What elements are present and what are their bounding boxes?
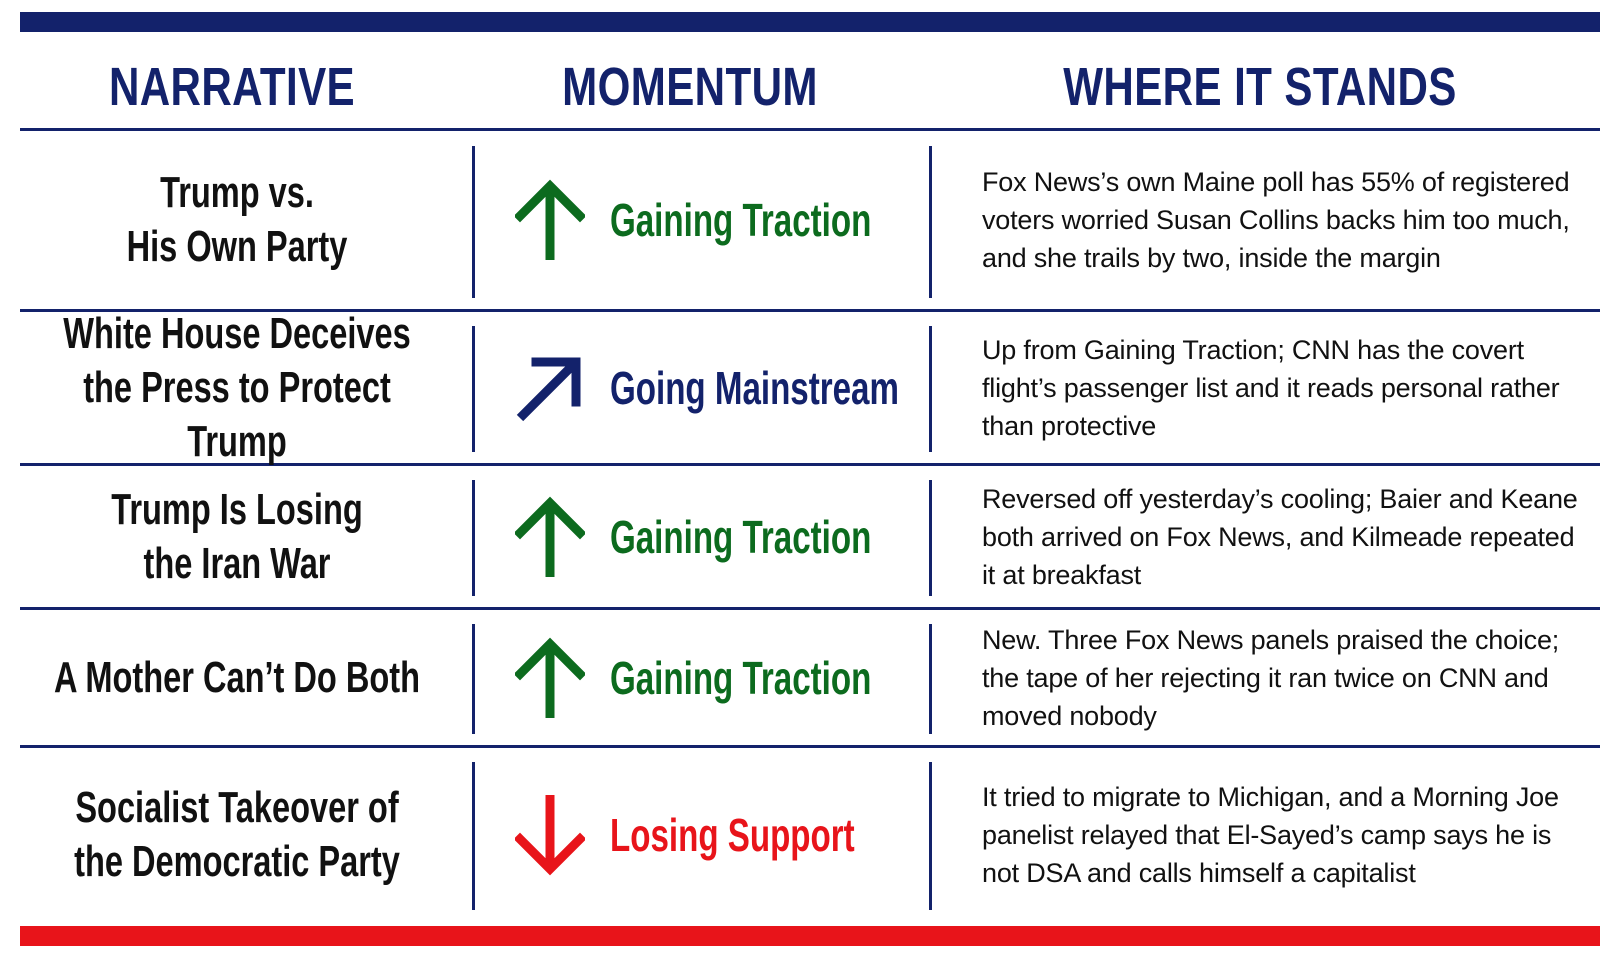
column-divider bbox=[929, 762, 932, 910]
table-row: A Mother Can’t Do Both Gaining Traction … bbox=[20, 610, 1600, 745]
header-where-it-stands: WHERE IT STANDS bbox=[1063, 57, 1457, 117]
momentum-cell: Going Mainstream bbox=[510, 312, 930, 463]
where-it-stands-text: New. Three Fox News panels praised the c… bbox=[982, 624, 1560, 731]
column-divider bbox=[472, 762, 475, 910]
momentum-cell: Gaining Traction bbox=[510, 131, 930, 309]
where-it-stands-text: Fox News’s own Maine poll has 55% of reg… bbox=[982, 167, 1570, 273]
where-it-stands-cell: Reversed off yesterday’s cooling; Baier … bbox=[982, 466, 1592, 607]
row-divider bbox=[20, 745, 1600, 748]
momentum-cell: Gaining Traction bbox=[510, 466, 930, 607]
where-it-stands-text: Up from Gaining Traction; CNN has the co… bbox=[982, 334, 1560, 441]
narrative-cell: Trump Is Losing the Iran War bbox=[22, 466, 452, 607]
row-divider bbox=[20, 309, 1600, 312]
table-row: Socialist Takeover of the Democratic Par… bbox=[20, 748, 1600, 922]
narrative-cell: Socialist Takeover of the Democratic Par… bbox=[22, 748, 452, 922]
momentum-label: Losing Support bbox=[610, 809, 855, 861]
narrative-text: Trump Is Losing the Iran War bbox=[111, 484, 363, 588]
top-accent-bar bbox=[20, 12, 1600, 32]
column-divider bbox=[472, 326, 475, 452]
narrative-text: Trump vs. His Own Party bbox=[126, 168, 348, 271]
column-divider bbox=[472, 624, 475, 734]
where-it-stands-cell: New. Three Fox News panels praised the c… bbox=[982, 610, 1592, 745]
table-row: Trump Is Losing the Iran War Gaining Tra… bbox=[20, 466, 1600, 607]
narrative-text: White House Deceives the Press to Protec… bbox=[63, 308, 411, 466]
column-divider bbox=[472, 480, 475, 596]
narrative-text: A Mother Can’t Do Both bbox=[54, 652, 420, 702]
column-divider bbox=[929, 326, 932, 452]
momentum-cell: Gaining Traction bbox=[510, 610, 930, 745]
arrow-up-icon bbox=[510, 633, 590, 723]
header-momentum: MOMENTUM bbox=[562, 57, 818, 117]
bottom-accent-bar bbox=[20, 926, 1600, 946]
arrow-up-icon bbox=[510, 492, 590, 582]
column-divider bbox=[929, 624, 932, 734]
where-it-stands-cell: It tried to migrate to Michigan, and a M… bbox=[982, 748, 1592, 922]
arrow-up-icon bbox=[510, 175, 590, 265]
where-it-stands-cell: Up from Gaining Traction; CNN has the co… bbox=[982, 312, 1592, 463]
narrative-text: Socialist Takeover of the Democratic Par… bbox=[74, 783, 400, 886]
narrative-cell: Trump vs. His Own Party bbox=[22, 131, 452, 309]
table-row: Trump vs. His Own Party Gaining Traction… bbox=[20, 131, 1600, 309]
momentum-cell: Losing Support bbox=[510, 748, 930, 922]
row-divider bbox=[20, 607, 1600, 610]
row-divider bbox=[20, 463, 1600, 466]
momentum-label: Gaining Traction bbox=[610, 651, 872, 704]
where-it-stands-text: Reversed off yesterday’s cooling; Baier … bbox=[982, 483, 1578, 590]
narrative-cell: A Mother Can’t Do Both bbox=[22, 610, 452, 745]
momentum-label: Gaining Traction bbox=[610, 194, 872, 246]
column-divider bbox=[929, 480, 932, 596]
momentum-label: Going Mainstream bbox=[610, 361, 899, 414]
where-it-stands-cell: Fox News’s own Maine poll has 55% of reg… bbox=[982, 131, 1592, 309]
where-it-stands-text: It tried to migrate to Michigan, and a M… bbox=[982, 782, 1559, 888]
header-narrative: NARRATIVE bbox=[108, 57, 356, 117]
column-divider bbox=[472, 146, 475, 298]
narrative-cell: White House Deceives the Press to Protec… bbox=[22, 309, 452, 466]
arrow-up-right-icon bbox=[510, 343, 590, 433]
header-divider bbox=[20, 128, 1600, 131]
momentum-label: Gaining Traction bbox=[610, 510, 872, 563]
arrow-down-icon bbox=[510, 790, 590, 880]
table-row: White House Deceives the Press to Protec… bbox=[20, 309, 1600, 466]
column-divider bbox=[929, 146, 932, 298]
